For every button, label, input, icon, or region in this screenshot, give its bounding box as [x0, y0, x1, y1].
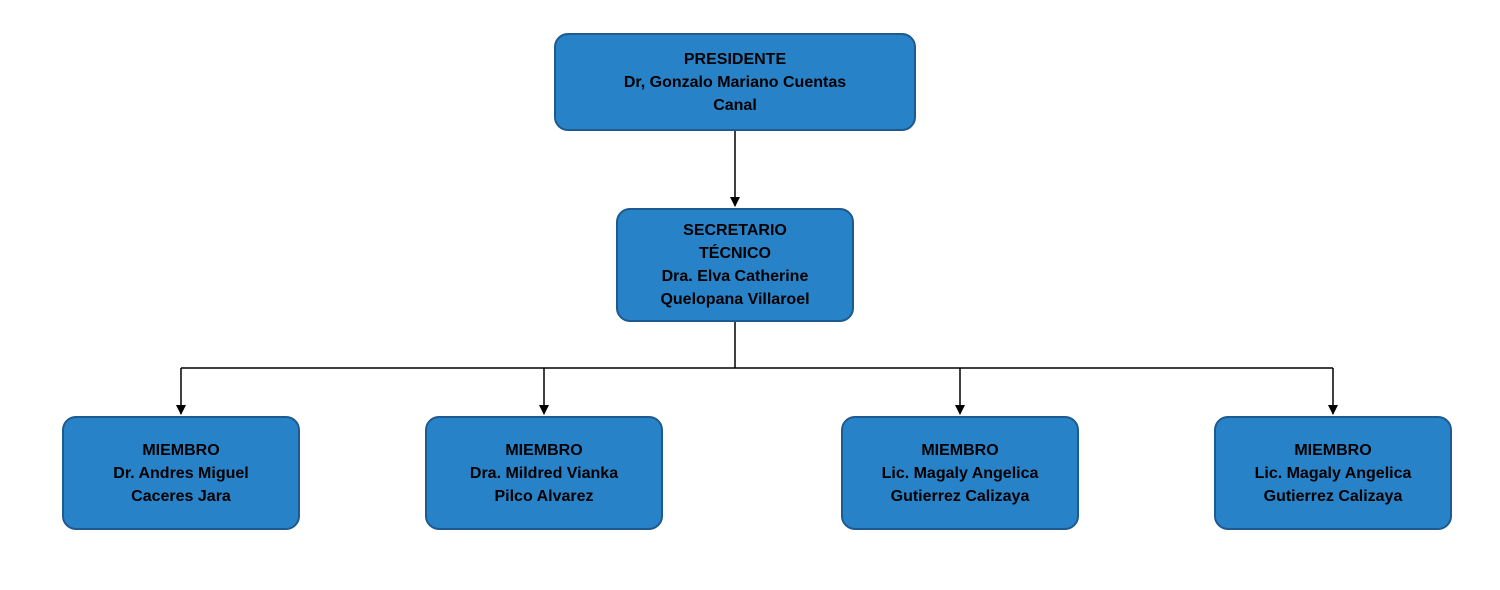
member-role: MIEMBRO: [505, 441, 583, 459]
member-role: MIEMBRO: [142, 441, 220, 459]
member-box-4: MIEMBRO Lic. Magaly Angelica Gutierrez C…: [1214, 416, 1452, 530]
member-name-line1: Dr. Andres Miguel: [113, 464, 249, 482]
secretary-role-line2: TÉCNICO: [699, 245, 771, 262]
member-name-line1: Lic. Magaly Angelica: [881, 464, 1039, 482]
secretary-box: SECRETARIO TÉCNICO Dra. Elva Catherine Q…: [616, 208, 854, 322]
member-name-line2: Gutierrez Calizaya: [1263, 487, 1403, 505]
member-name-line1: Lic. Magaly Angelica: [1254, 464, 1412, 482]
secretary-role-line1: SECRETARIO: [683, 222, 787, 239]
member-box-1: MIEMBRO Dr. Andres Miguel Caceres Jara: [62, 416, 300, 530]
secretary-name-line2: Quelopana Villaroel: [660, 291, 810, 308]
member-name-line2: Caceres Jara: [131, 487, 231, 505]
member-name-line1: Dra. Mildred Vianka: [469, 464, 619, 482]
member-name-line2: Gutierrez Calizaya: [890, 487, 1030, 505]
president-box: PRESIDENTE Dr, Gonzalo Mariano Cuentas C…: [554, 33, 916, 131]
member-role: MIEMBRO: [921, 441, 999, 459]
member-name-line2: Pilco Alvarez: [494, 487, 594, 505]
member-role: MIEMBRO: [1294, 441, 1372, 459]
member-box-2: MIEMBRO Dra. Mildred Vianka Pilco Alvare…: [425, 416, 663, 530]
secretary-name-line1: Dra. Elva Catherine: [661, 268, 809, 285]
president-role: PRESIDENTE: [683, 50, 787, 68]
president-name-line1: Dr, Gonzalo Mariano Cuentas: [623, 73, 847, 91]
member-box-3: MIEMBRO Lic. Magaly Angelica Gutierrez C…: [841, 416, 1079, 530]
president-name-line2: Canal: [713, 96, 757, 114]
